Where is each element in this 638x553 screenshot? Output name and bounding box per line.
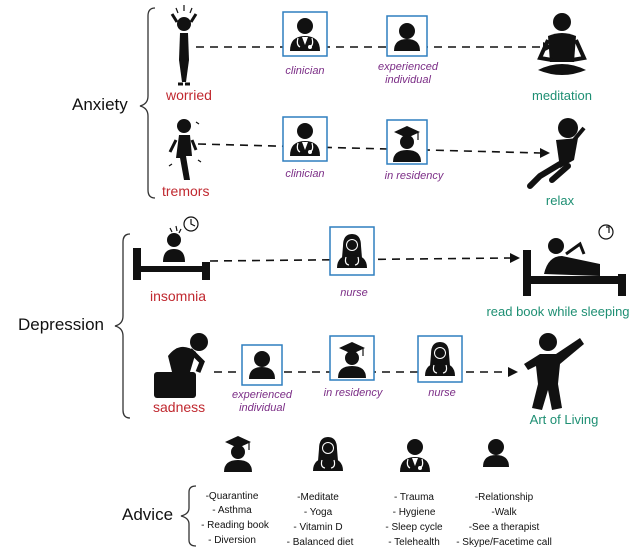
- advice-item: -Relationship: [475, 492, 534, 503]
- insomnia-icon: [133, 225, 210, 280]
- advice-item: - Sleep cycle: [385, 522, 443, 533]
- advice-item: - Trauma: [394, 492, 434, 503]
- read-in-bed-icon: [523, 238, 626, 296]
- role-nurse-r4: nurse: [428, 387, 456, 399]
- tremors-arrowhead: [540, 148, 550, 158]
- role-clinician-r1: clinician: [285, 65, 324, 77]
- advice-item: - Asthma: [212, 505, 252, 516]
- advice-item: - Yoga: [304, 507, 333, 518]
- role-residency-r2: in residency: [385, 170, 445, 182]
- activity-meditation: meditation: [532, 88, 592, 103]
- symptom-worried: worried: [165, 87, 212, 103]
- person-icon: [483, 439, 509, 467]
- clock-icon: [183, 216, 199, 232]
- activity-read-book: read book while sleeping: [486, 304, 629, 319]
- advice-column-4: -Relationship -Walk -See a therapist - S…: [456, 492, 552, 548]
- tremors-connector: [197, 143, 541, 154]
- role-experienced-line1-r4: experienced: [232, 389, 293, 401]
- depression-brace: [114, 233, 131, 419]
- role-experienced-line2-r4: individual: [239, 402, 285, 414]
- doctor-icon: [399, 438, 431, 473]
- symptom-insomnia: insomnia: [150, 288, 206, 304]
- advice-item: -Walk: [491, 507, 517, 518]
- activity-art-of-living: Art of Living: [530, 412, 599, 427]
- advice-brace: [180, 485, 197, 547]
- relax-icon: [527, 118, 586, 189]
- advice-column-3: - Trauma - Hygiene - Sleep cycle - Teleh…: [385, 492, 443, 548]
- advice-item: -Quarantine: [206, 491, 259, 502]
- art-of-living-icon: [524, 333, 584, 410]
- nurse-icon: [312, 436, 344, 472]
- advice-item: - Skype/Facetime call: [456, 537, 552, 548]
- sadness-icon: [154, 333, 208, 398]
- advice-column-1: -Quarantine - Asthma - Reading book - Di…: [201, 491, 270, 546]
- advice-item: - Telehealth: [388, 537, 440, 548]
- insomnia-arrowhead: [510, 253, 520, 263]
- graduate-icon: [223, 435, 253, 473]
- clock-icon: [598, 224, 614, 240]
- advice-item: - Reading book: [201, 520, 270, 531]
- meditation-icon: [537, 13, 587, 75]
- role-nurse-r3: nurse: [340, 287, 368, 299]
- advice-column-2: -Meditate - Yoga - Vitamin D - Balanced …: [287, 492, 354, 548]
- activity-relax: relax: [546, 193, 575, 208]
- category-advice: Advice: [122, 505, 173, 524]
- anxiety-brace: [139, 7, 156, 199]
- role-residency-r4: in residency: [324, 387, 384, 399]
- advice-item: - Balanced diet: [287, 537, 354, 548]
- advice-item: -See a therapist: [469, 522, 540, 533]
- tremors-person-icon: [168, 119, 202, 180]
- category-anxiety: Anxiety: [72, 95, 128, 114]
- role-experienced-line2-r1: individual: [385, 74, 431, 86]
- category-depression: Depression: [18, 315, 104, 334]
- worried-person-icon: [170, 5, 198, 86]
- advice-item: - Vitamin D: [293, 522, 342, 533]
- advice-item: - Diversion: [208, 535, 256, 546]
- sadness-arrowhead: [508, 367, 518, 377]
- symptom-tremors: tremors: [162, 183, 209, 199]
- symptom-sadness: sadness: [153, 399, 205, 415]
- role-experienced-line1-r1: experienced: [378, 61, 439, 73]
- advice-item: - Hygiene: [393, 507, 436, 518]
- role-clinician-r2: clinician: [285, 168, 324, 180]
- advice-item: -Meditate: [297, 492, 339, 503]
